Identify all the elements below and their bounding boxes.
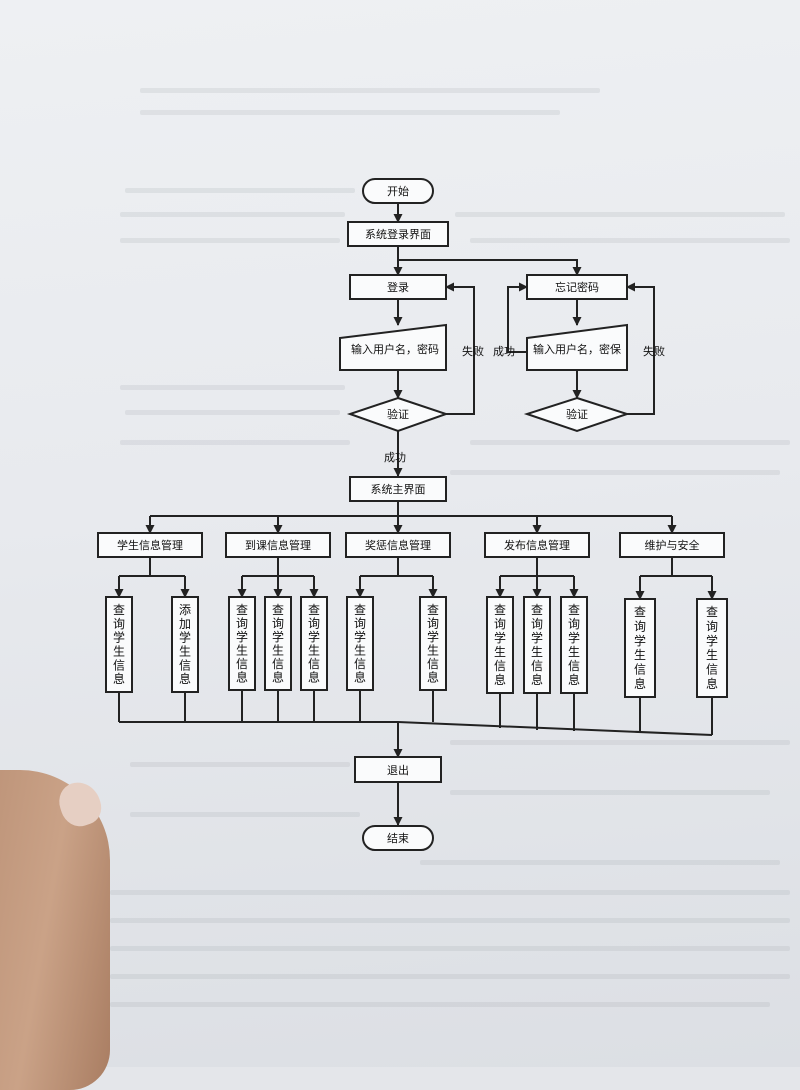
flowchart-edges [114, 203, 717, 826]
module-node: 到课信息管理 [225, 532, 331, 558]
leaf-node-label: 查询学生信息 [308, 603, 320, 685]
svg-text:忘记密码: 忘记密码 [555, 280, 599, 294]
leaf-node: 查询学生信息 [624, 598, 656, 698]
input-username-security-node: 输入用户名，密保 [526, 323, 628, 371]
leaf-node: 查询学生信息 [346, 596, 374, 691]
leaf-node-label: 查询学生信息 [427, 603, 439, 685]
svg-text:学生信息管理: 学生信息管理 [117, 538, 183, 552]
thumb [0, 770, 110, 1090]
end-node: 结束 [362, 825, 434, 851]
leaf-node-label: 查询学生信息 [634, 605, 646, 691]
leaf-node-label: 查询学生信息 [236, 603, 248, 685]
svg-text:验证: 验证 [566, 407, 588, 421]
flowchart: 失败 成功 失败 成功 开始 系统登录界面 登录 忘记密码 输入用户名，密码 输… [97, 178, 728, 851]
module-node: 维护与安全 [619, 532, 725, 558]
start-node: 开始 [362, 178, 434, 204]
leaf-node: 查询学生信息 [486, 596, 514, 694]
svg-text:结束: 结束 [387, 832, 409, 845]
svg-text:退出: 退出 [387, 763, 409, 777]
leaf-node: 查询学生信息 [300, 596, 328, 691]
forgot-password-node: 忘记密码 [526, 274, 628, 300]
verify-decision-node: 验证 [346, 396, 450, 433]
svg-text:验证: 验证 [387, 407, 409, 421]
svg-text:到课信息管理: 到课信息管理 [245, 538, 311, 552]
leaf-node: 查询学生信息 [105, 596, 133, 693]
leaf-node-label: 查询学生信息 [706, 605, 718, 691]
login-page-node: 系统登录界面 [347, 221, 449, 247]
main-interface-node: 系统主界面 [349, 476, 447, 502]
login-node: 登录 [349, 274, 447, 300]
svg-text:系统主界面: 系统主界面 [371, 483, 426, 496]
module-node: 发布信息管理 [484, 532, 590, 558]
module-node: 奖惩信息管理 [345, 532, 451, 558]
leaf-node-label: 查询学生信息 [531, 603, 543, 687]
svg-text:登录: 登录 [387, 280, 409, 294]
svg-text:发布信息管理: 发布信息管理 [504, 538, 570, 552]
leaf-node-label: 查询学生信息 [272, 603, 284, 685]
leaf-node: 查询学生信息 [523, 596, 551, 694]
leaf-nodes: 查询学生信息 添加学生信息 查询学生信息 查询学生信息 查询学生信息 查询学生信息 查询学生… [105, 596, 728, 698]
leaf-node-label: 查询学生信息 [568, 603, 580, 687]
leaf-node: 查询学生信息 [696, 598, 728, 698]
svg-text:开始: 开始 [387, 184, 409, 198]
edge-label-fail: 失败 [462, 344, 484, 358]
leaf-node: 添加学生信息 [171, 596, 199, 693]
leaf-node: 查询学生信息 [228, 596, 256, 691]
svg-text:输入用户名，密码: 输入用户名，密码 [351, 342, 439, 356]
svg-text:奖惩信息管理: 奖惩信息管理 [365, 538, 431, 552]
module-node: 学生信息管理 [97, 532, 203, 558]
edge-label-success: 成功 [493, 345, 515, 358]
edge-label-fail: 失败 [643, 344, 665, 358]
leaf-node-label: 查询学生信息 [354, 603, 366, 685]
leaf-node: 查询学生信息 [419, 596, 447, 691]
leaf-node-label: 添加学生信息 [179, 603, 191, 686]
svg-text:维护与安全: 维护与安全 [645, 538, 700, 552]
edge-label-success: 成功 [384, 451, 406, 464]
leaf-node-label: 查询学生信息 [113, 603, 125, 686]
verify-decision-node: 验证 [523, 396, 631, 433]
leaf-node: 查询学生信息 [264, 596, 292, 691]
svg-text:输入用户名，密保: 输入用户名，密保 [533, 342, 621, 356]
svg-text:系统登录界面: 系统登录界面 [365, 227, 431, 241]
exit-node: 退出 [354, 756, 442, 783]
leaf-node-label: 查询学生信息 [494, 603, 506, 687]
input-username-password-node: 输入用户名，密码 [339, 323, 447, 371]
leaf-node: 查询学生信息 [560, 596, 588, 694]
